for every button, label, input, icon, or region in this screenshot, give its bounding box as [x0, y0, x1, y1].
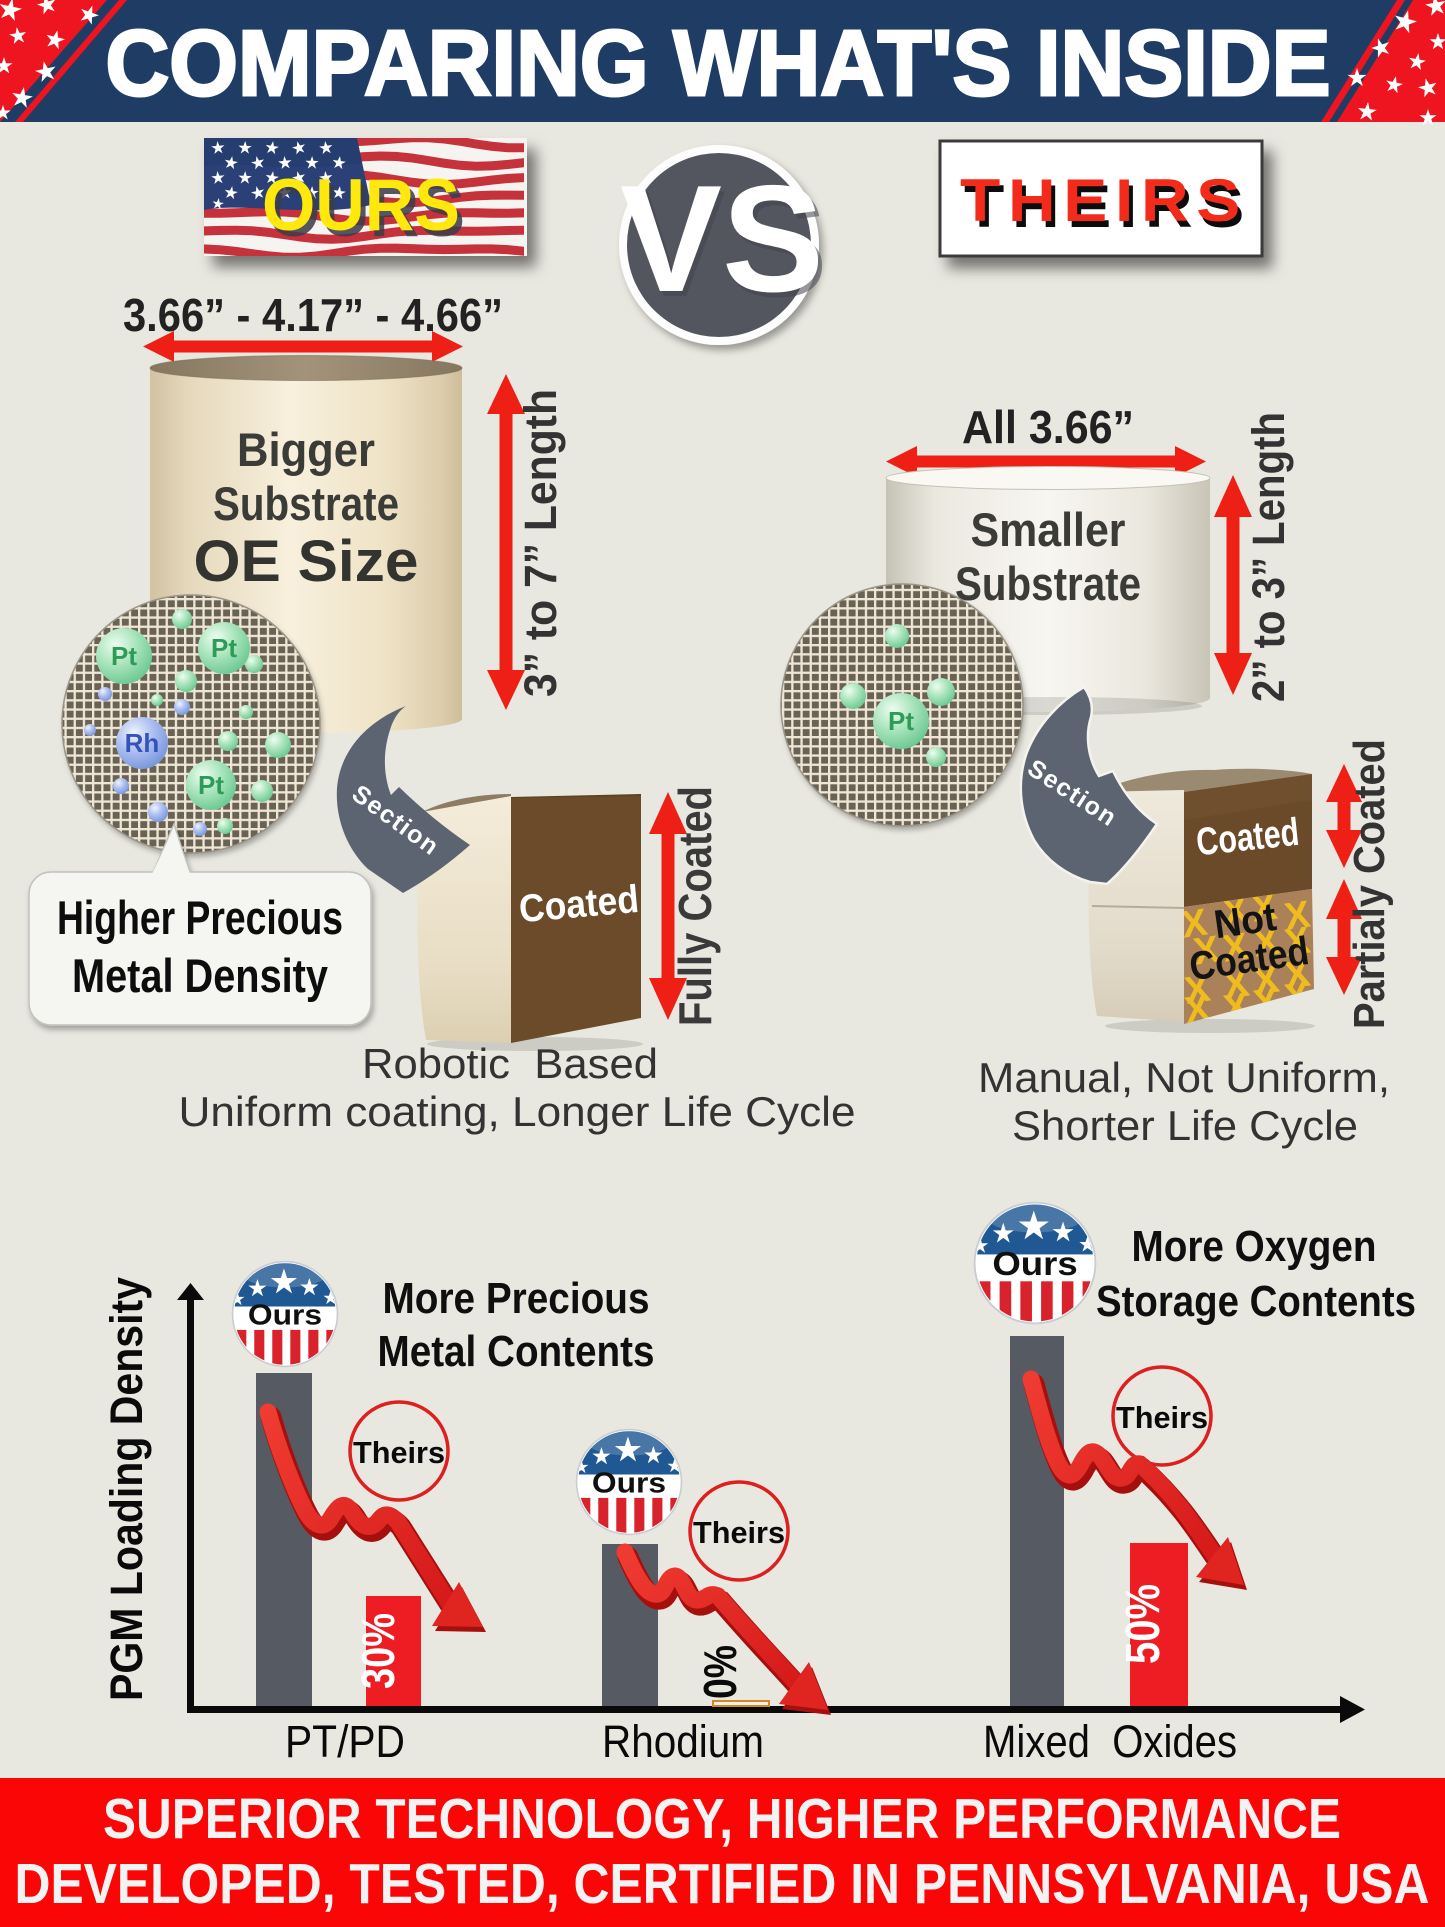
svg-text:Not: Not	[1211, 895, 1279, 947]
svg-text:Pt: Pt	[211, 633, 237, 663]
svg-text:Theirs: Theirs	[1116, 1400, 1208, 1435]
svg-text:Partialy Coated: Partialy Coated	[1345, 739, 1394, 1029]
svg-text:Metal Contents: Metal Contents	[378, 1327, 655, 1376]
svg-text:Fully Coated: Fully Coated	[669, 786, 721, 1026]
svg-text:Substrate: Substrate	[955, 557, 1141, 610]
svg-text:3” to 7” Length: 3” to 7” Length	[515, 389, 566, 697]
svg-text:Manual, Not Uniform,: Manual, Not Uniform,	[978, 1054, 1390, 1101]
svg-text:THEIRS: THEIRS	[964, 173, 1252, 240]
svg-text:0%: 0%	[694, 1645, 746, 1699]
svg-text:Bigger: Bigger	[237, 423, 375, 476]
svg-text:Theirs: Theirs	[693, 1515, 785, 1550]
svg-text:Storage Contents: Storage Contents	[1096, 1277, 1416, 1326]
svg-text:OURS: OURS	[262, 165, 460, 246]
svg-text:PT/PD: PT/PD	[285, 1716, 405, 1767]
svg-text:Pt: Pt	[111, 641, 137, 671]
svg-text:OE Size: OE Size	[194, 529, 419, 594]
svg-text:SUPERIOR TECHNOLOGY, HIGHER PE: SUPERIOR TECHNOLOGY, HIGHER PERFORMANCE	[103, 1787, 1341, 1851]
svg-text:Shorter Life Cycle: Shorter Life Cycle	[1012, 1102, 1358, 1149]
svg-text:Coated: Coated	[517, 878, 640, 931]
svg-text:2” to 3” Length: 2” to 3” Length	[1243, 412, 1294, 702]
svg-text:PGM Loading Density: PGM Loading Density	[101, 1277, 152, 1701]
svg-text:VS: VS	[624, 159, 828, 329]
svg-text:3.66” - 4.17” - 4.66”: 3.66” - 4.17” - 4.66”	[123, 289, 503, 341]
svg-text:OURS: OURS	[267, 171, 465, 252]
svg-text:DEVELOPED, TESTED, CERTIFIED I: DEVELOPED, TESTED, CERTIFIED IN PENNSYLV…	[15, 1852, 1430, 1916]
svg-text:Theirs: Theirs	[353, 1435, 445, 1470]
svg-text:More Oxygen: More Oxygen	[1132, 1222, 1377, 1271]
svg-text:VS: VS	[620, 154, 824, 324]
svg-text:Substrate: Substrate	[213, 477, 399, 530]
svg-text:All 3.66”: All 3.66”	[962, 401, 1134, 453]
svg-text:Mixed Oxides: Mixed Oxides	[983, 1716, 1237, 1767]
svg-text:Rhodium: Rhodium	[602, 1716, 764, 1767]
svg-text:Higher Precious: Higher Precious	[57, 891, 343, 944]
svg-text:COMPARING WHAT'S INSIDE: COMPARING WHAT'S INSIDE	[106, 11, 1331, 115]
svg-text:Robotic Based: Robotic Based	[362, 1040, 658, 1087]
svg-text:Uniform coating, Longer Life C: Uniform coating, Longer Life Cycle	[179, 1088, 856, 1135]
svg-text:Metal Density: Metal Density	[72, 949, 328, 1002]
svg-text:30%: 30%	[352, 1613, 404, 1689]
svg-text:More Precious: More Precious	[383, 1274, 650, 1323]
svg-text:Coated: Coated	[1194, 811, 1301, 865]
svg-text:Pt: Pt	[888, 706, 914, 736]
svg-text:Pt: Pt	[198, 770, 224, 800]
svg-text:50%: 50%	[1117, 1584, 1170, 1664]
svg-text:Rh: Rh	[125, 728, 160, 758]
svg-text:Smaller: Smaller	[971, 503, 1126, 556]
svg-text:THEIRS: THEIRS	[960, 167, 1248, 234]
